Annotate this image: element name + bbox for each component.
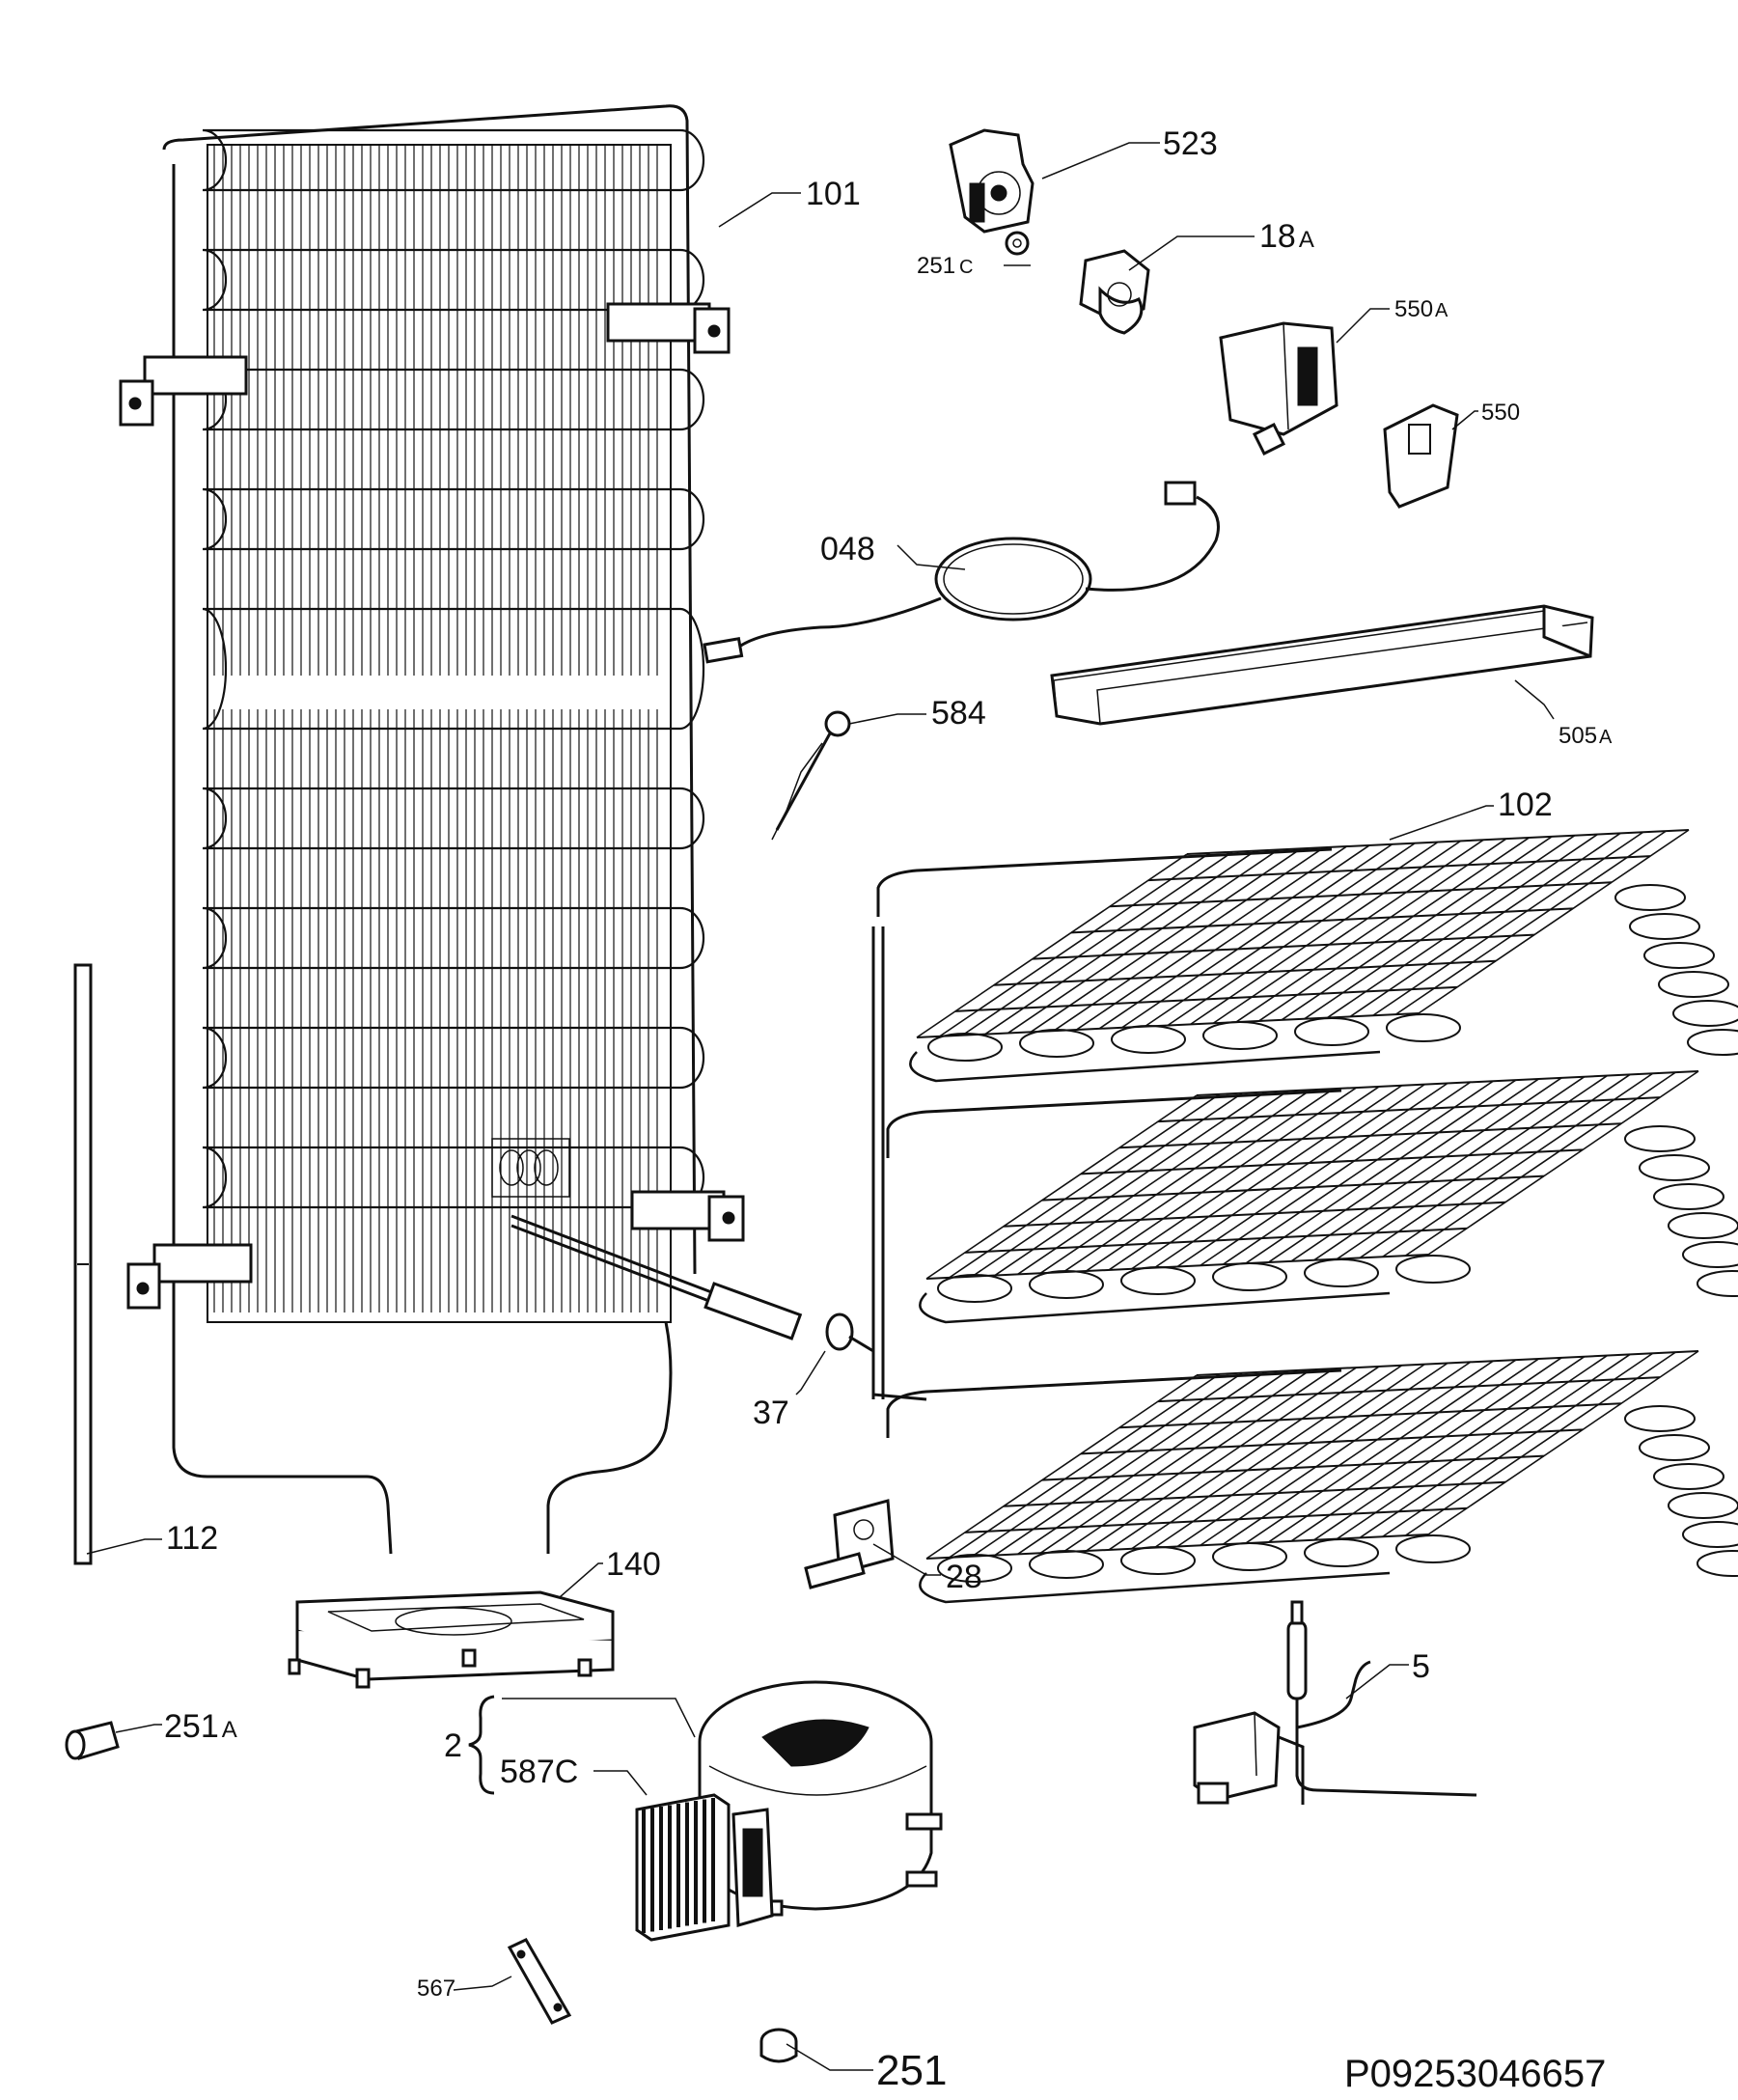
label-2: 2 [444,1727,462,1764]
relay-587c [635,1793,774,1942]
coil [491,1138,570,1198]
strip-112 [73,963,93,1565]
thermostat-box-550a [1219,321,1338,456]
diagram-code: P09253046657 [1344,2053,1606,2095]
label-523: 523 [1163,125,1218,162]
label-37: 37 [753,1395,789,1431]
bracket [119,302,745,1310]
leader-lines [86,142,1555,2071]
label-102: 102 [1498,787,1553,823]
evaporator-grids [876,829,1738,1604]
condenser-wires [213,145,658,1312]
label-584: 584 [931,695,986,732]
label-550: 550 [1481,400,1520,426]
bracket-567 [507,1938,572,2025]
label-5: 5 [1412,1648,1430,1685]
drip-tray-140 [288,1590,615,1689]
thermostat-valve-5 [1193,1600,1477,1805]
label-587c: 587C [500,1754,578,1790]
label-101: 101 [806,176,861,212]
relay-ribs [642,1798,715,1933]
label-140: 140 [606,1546,661,1583]
handle-505a [1050,604,1594,726]
evaporator-102 [871,829,1738,1604]
label-251: 251 [876,2047,947,2094]
clip-28 [804,1499,895,1589]
foot-251 [759,2028,798,2063]
fan-housing-523 [949,128,1035,234]
sensor-cable-048 [703,481,1220,664]
condenser-tube [202,128,705,1209]
capillary-tube-37 [510,1214,927,1401]
compressor-2 [698,1680,943,1917]
label-048: 048 [820,531,875,567]
nut-251c [1005,231,1030,256]
condenser-101 [119,104,745,1555]
brace [468,1695,495,1795]
label-112: 112 [166,1520,218,1557]
label-567: 567 [417,1976,455,2002]
label-28: 28 [946,1559,982,1595]
grommet-251a [65,1721,120,1760]
cover-550 [1383,403,1459,509]
sensor-584 [771,710,851,841]
